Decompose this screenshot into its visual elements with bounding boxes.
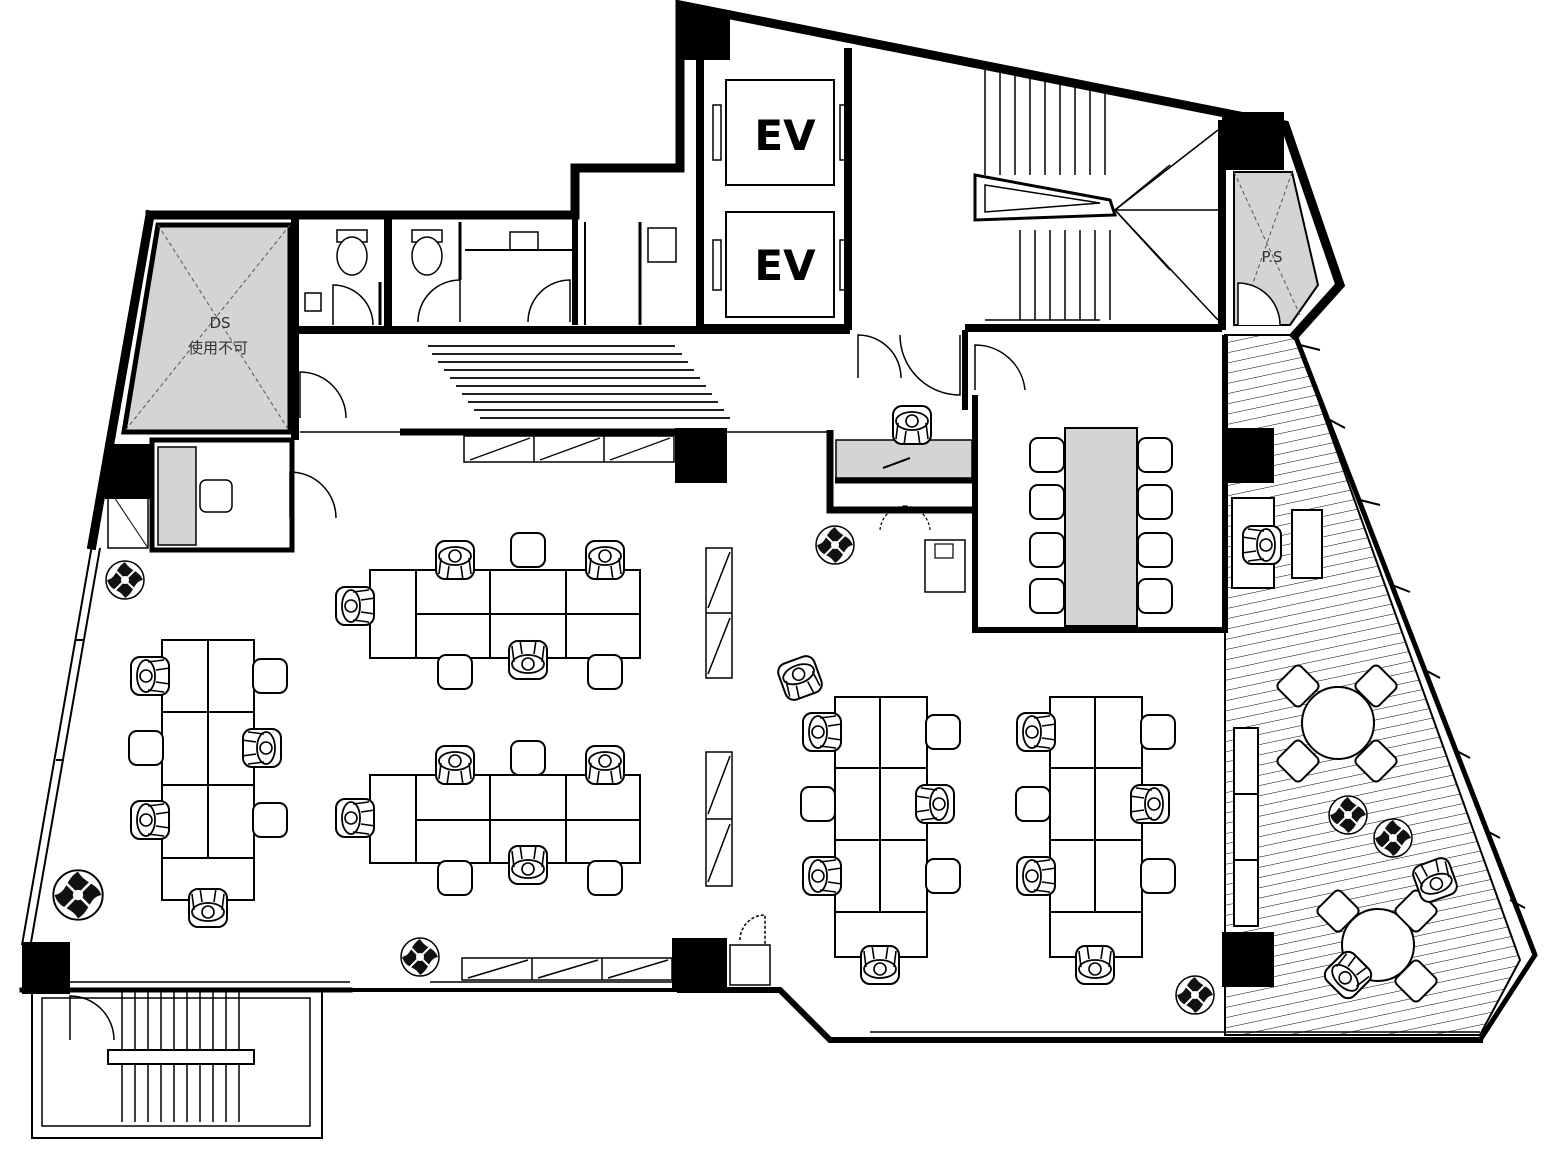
desk-cluster-left xyxy=(128,639,288,928)
left-window-wall xyxy=(21,544,101,949)
elevator-shafts: EV EV xyxy=(696,48,852,332)
ps-shaft: P.S xyxy=(1233,171,1320,326)
toilet-block xyxy=(291,215,700,440)
ps-label: P.S xyxy=(1262,248,1283,266)
desk-cluster-right xyxy=(1015,696,1176,985)
ds-note-label: 使用不可 xyxy=(188,339,248,357)
ev-bottom-label: EV xyxy=(754,241,816,290)
desk-cluster-top-left xyxy=(335,532,641,690)
terrace-deck xyxy=(1224,334,1526,1036)
main-staircase xyxy=(965,70,1226,332)
desk-cluster-center-right xyxy=(774,652,961,985)
ds-label: DS xyxy=(209,314,230,332)
ev-top-label: EV xyxy=(754,111,816,160)
meeting-room xyxy=(972,335,1228,633)
ds-shaft: DS 使用不可 xyxy=(121,222,293,435)
desk-cluster-mid-left xyxy=(335,740,641,896)
cabinets xyxy=(461,547,771,986)
storage-room xyxy=(107,437,337,553)
reception-area xyxy=(826,330,1026,593)
emergency-stair xyxy=(31,989,323,1139)
entrance-corridor xyxy=(299,326,850,463)
